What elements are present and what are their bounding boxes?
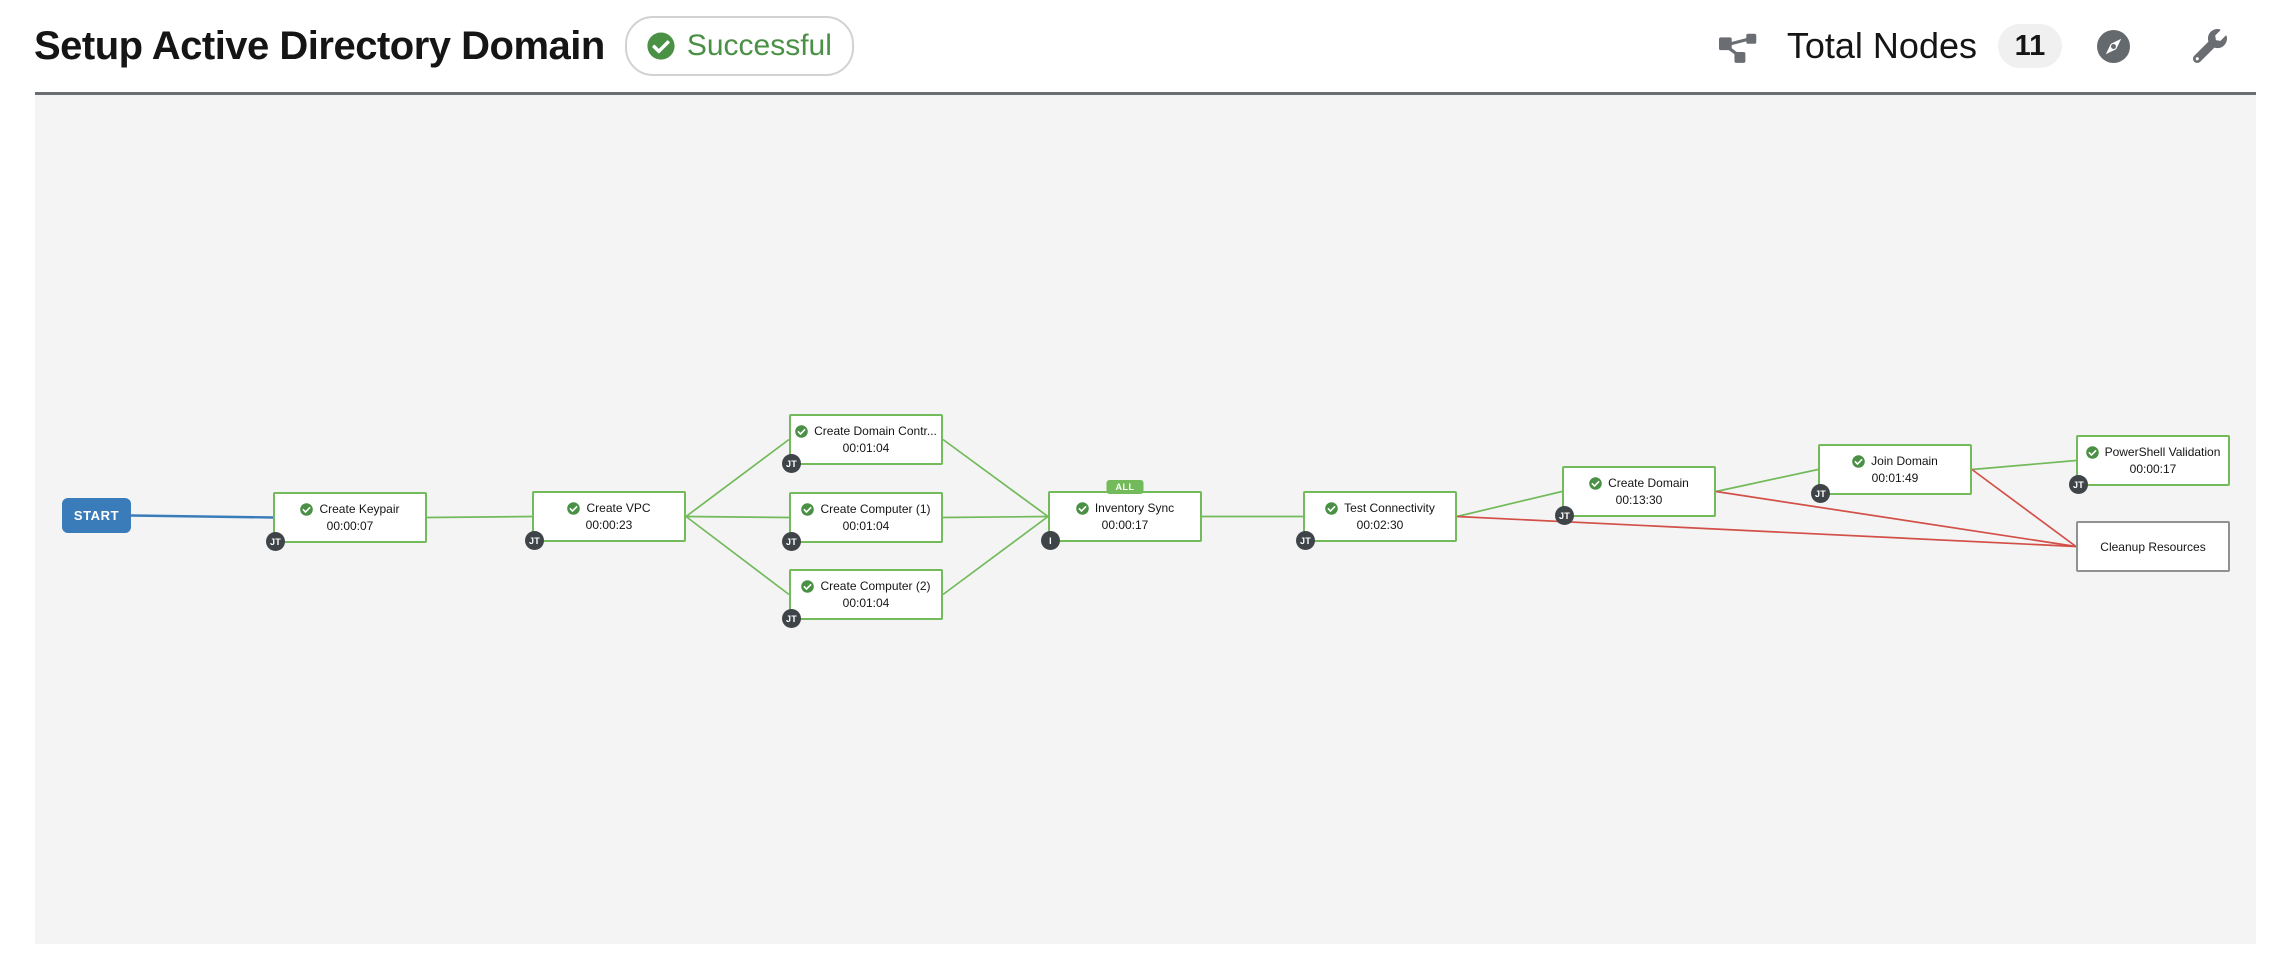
- check-circle-icon: [1589, 476, 1602, 490]
- workflow-edge-test-connectivity-to-create-domain: [1456, 490, 1563, 518]
- node-name: Inventory Sync: [1094, 501, 1175, 515]
- workflow-edge-create-computer-1-to-inventory-sync: [942, 515, 1049, 519]
- node-type-badge: JT: [782, 532, 801, 551]
- node-title-row: Create Computer (1): [791, 502, 941, 516]
- node-type-badge: JT: [782, 454, 801, 473]
- node-elapsed-time: 00:00:17: [2129, 462, 2177, 476]
- node-type-badge: I: [1041, 531, 1060, 550]
- node-elapsed-time: 00:01:04: [842, 596, 890, 610]
- workflow-start-node: START: [62, 498, 131, 533]
- node-title-row: Join Domain: [1820, 454, 1970, 468]
- check-circle-icon: [2085, 445, 2099, 459]
- node-name: Create Computer (1): [820, 502, 931, 516]
- workflow-edge-create-domain-to-join-domain: [1715, 468, 1819, 493]
- node-elapsed-time: 00:01:04: [842, 441, 890, 455]
- status-badge: Successful: [624, 16, 854, 76]
- header-divider: [35, 92, 2256, 95]
- node-name: Create VPC: [586, 501, 651, 515]
- node-type-badge: JT: [1296, 531, 1315, 550]
- node-elapsed-time: 00:00:23: [585, 518, 633, 532]
- node-elapsed-time: 00:00:07: [326, 519, 374, 533]
- check-circle-icon: [801, 502, 815, 516]
- node-name: Create Domain: [1608, 476, 1689, 490]
- node-title-row: PowerShell Validation: [2078, 445, 2228, 459]
- node-title-row: Create Domain Contr...: [791, 424, 941, 438]
- node-type-badge: JT: [2069, 475, 2088, 494]
- node-type-badge: JT: [1555, 506, 1574, 525]
- node-elapsed-time: 00:13:30: [1615, 493, 1663, 507]
- node-name: Test Connectivity: [1344, 501, 1435, 515]
- check-circle-icon: [1076, 501, 1089, 515]
- node-title-row: Create Domain: [1564, 476, 1714, 490]
- check-circle-icon: [300, 502, 314, 516]
- node-type-badge: JT: [782, 609, 801, 628]
- node-type-badge: JT: [525, 531, 544, 550]
- node-elapsed-time: 00:00:17: [1101, 518, 1149, 532]
- workflow-edge-join-domain-to-powershell-validation: [1971, 459, 2077, 471]
- node-title-row: Create VPC: [534, 501, 684, 515]
- node-name: Cleanup Resources: [2100, 539, 2206, 554]
- node-title-row: Test Connectivity: [1305, 501, 1455, 515]
- workflow-node-cleanup-resources[interactable]: Cleanup Resources: [2076, 521, 2230, 572]
- page-title: Setup Active Directory Domain: [34, 23, 605, 68]
- workflow-edge-create-vpc-to-create-computer-1: [685, 515, 790, 519]
- node-type-badge: JT: [266, 532, 285, 551]
- node-title-row: Create Keypair: [275, 502, 425, 516]
- node-name: Create Keypair: [319, 502, 400, 516]
- workflow-edge-create-vpc-to-create-domain-controller: [685, 438, 790, 518]
- node-title-row: Inventory Sync: [1050, 501, 1200, 515]
- workflow-edge-create-keypair-to-create-vpc: [426, 515, 533, 519]
- status-badge-label: Successful: [686, 29, 832, 62]
- total-nodes-count: 11: [1998, 24, 2062, 68]
- node-type-badge: JT: [1811, 484, 1830, 503]
- check-circle-icon: [567, 501, 581, 515]
- check-circle-icon: [1852, 454, 1865, 468]
- workflow-edge-create-vpc-to-create-computer-2: [685, 515, 790, 596]
- workflow-edge-join-domain-to-cleanup-resources: [1971, 468, 2077, 548]
- node-name: PowerShell Validation: [2104, 445, 2221, 459]
- convergence-all-badge: ALL: [1106, 480, 1144, 494]
- workflow-edge-create-domain-controller-to-inventory-sync: [942, 438, 1049, 518]
- node-elapsed-time: 00:01:04: [842, 519, 890, 533]
- node-name: Create Computer (2): [820, 579, 931, 593]
- page-header: Setup Active Directory Domain Successful…: [0, 0, 2290, 92]
- node-elapsed-time: 00:02:30: [1356, 518, 1404, 532]
- node-name: Create Domain Contr...: [814, 424, 937, 438]
- check-circle-icon: [647, 32, 675, 60]
- total-nodes-label: Total Nodes: [1786, 25, 1977, 66]
- check-circle-icon: [795, 424, 808, 438]
- node-name: Join Domain: [1871, 454, 1938, 468]
- node-elapsed-time: 00:01:49: [1871, 471, 1919, 485]
- check-circle-icon: [801, 579, 815, 593]
- workflow-edge-create-domain-to-cleanup-resources: [1715, 490, 2077, 548]
- workflow-edge-create-computer-2-to-inventory-sync: [942, 515, 1049, 596]
- header-toolbar: Total Nodes 11: [1684, 24, 2227, 68]
- workflow-edge-start-to-create-keypair: [130, 514, 274, 519]
- wrench-icon[interactable]: [2193, 29, 2227, 63]
- check-circle-icon: [1325, 501, 1338, 515]
- sitemap-icon: [1718, 30, 1759, 63]
- compass-icon[interactable]: [2097, 29, 2130, 63]
- node-title-row: Create Computer (2): [791, 579, 941, 593]
